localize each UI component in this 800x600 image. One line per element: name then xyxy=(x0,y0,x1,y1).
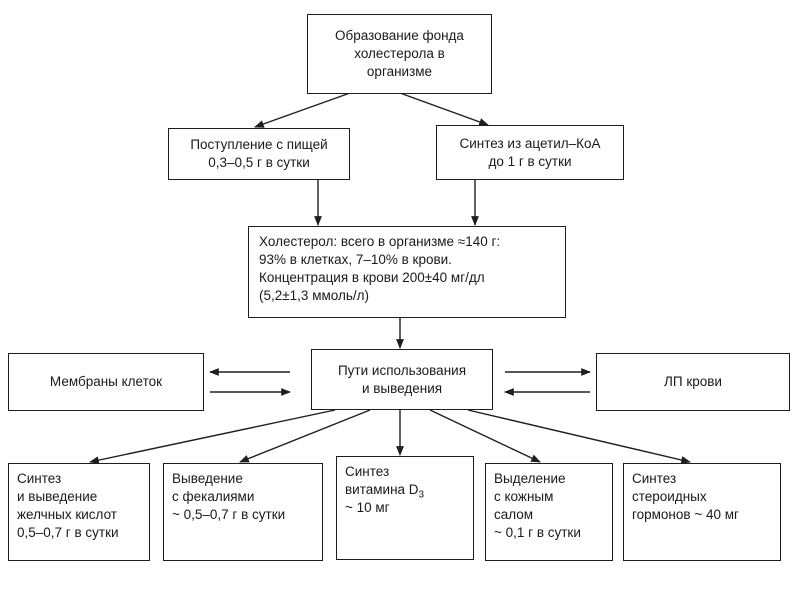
steroid-hormones-box: Синтез стероидных гормонов ~ 40 мг xyxy=(623,463,781,561)
feces-line-3: ~ 0,5–0,7 г в сутки xyxy=(172,507,286,522)
sebum-secretion-box: Выделение с кожным салом ~ 0,1 г в сутки xyxy=(485,463,613,561)
cholesterol-line-4: (5,2±1,3 ммоль/л) xyxy=(259,288,369,303)
top-line-2: холестерола в xyxy=(354,46,445,61)
bile-line-4: 0,5–0,7 г в сутки xyxy=(17,525,119,540)
bile-line-3: желчных кислот xyxy=(17,507,117,522)
usage-excretion-pathways-box: Пути использования и выведения xyxy=(311,349,493,410)
vitamin-d3-box: Синтез витамина D3 ~ 10 мг xyxy=(336,456,474,560)
sebum-line-4: ~ 0,1 г в сутки xyxy=(494,525,581,540)
vitd-line-1: Синтез xyxy=(345,464,390,479)
steroids-line-1: Синтез xyxy=(632,471,677,486)
bile-acids-box: Синтез и выведение желчных кислот 0,5–0,… xyxy=(8,463,150,561)
food-line-2: 0,3–0,5 г в сутки xyxy=(208,155,310,170)
cell-membranes-box: Мембраны клеток xyxy=(8,353,204,411)
feces-line-1: Выведение xyxy=(172,471,243,486)
acetyl-coa-synthesis-box: Синтез из ацетил–КоА до 1 г в сутки xyxy=(436,125,624,180)
synthesis-line-2: до 1 г в сутки xyxy=(488,153,572,169)
cholesterol-line-1: Холестерол: всего в организме ≈140 г: xyxy=(259,234,501,249)
synthesis-line-1: Синтез из ацетил–КоА xyxy=(459,135,601,151)
steroids-line-2: стероидных xyxy=(632,489,707,504)
arrow-to-feces xyxy=(239,409,371,463)
arrow-to-sebum xyxy=(429,409,541,463)
cholesterol-line-3: Концентрация в крови 200±40 мг/дл xyxy=(259,270,485,285)
bile-line-2: и выведение xyxy=(17,489,98,504)
arrow-to-bile xyxy=(89,409,336,465)
cholesterol-summary-box: Холестерол: всего в организме ≈140 г: 93… xyxy=(248,226,566,318)
lipoproteins-label: ЛП крови xyxy=(664,374,722,389)
sebum-line-3: салом xyxy=(494,507,534,522)
membranes-label: Мембраны клеток xyxy=(49,374,163,389)
arrow-to-steroids xyxy=(467,409,691,464)
sebum-line-2: с кожным xyxy=(494,489,554,504)
cholesterol-pool-formation-box: Образование фонда холестерола в организм… xyxy=(307,14,492,94)
cholesterol-line-2: 93% в клетках, 7–10% в крови. xyxy=(259,252,452,267)
steroids-line-3: гормонов ~ 40 мг xyxy=(632,507,739,522)
fecal-excretion-box: Выведение с фекалиями ~ 0,5–0,7 г в сутк… xyxy=(163,463,323,561)
food-line-1: Поступление с пищей xyxy=(190,137,328,152)
bile-line-1: Синтез xyxy=(17,471,62,486)
arrow-top-to-food xyxy=(254,92,351,128)
sebum-line-1: Выделение xyxy=(494,471,566,486)
vitd-subscript: 3 xyxy=(418,489,425,501)
dietary-intake-box: Поступление с пищей 0,3–0,5 г в сутки xyxy=(168,128,350,180)
arrow-top-to-synthesis xyxy=(399,92,489,126)
pathways-line-2: и выведения xyxy=(361,380,443,396)
top-line-3: организме xyxy=(366,64,433,79)
feces-line-2: с фекалиями xyxy=(172,489,255,504)
top-line-1: Образование фонда xyxy=(335,28,464,43)
pathways-line-1: Пути использования xyxy=(337,362,467,378)
blood-lipoproteins-box: ЛП крови xyxy=(596,353,790,411)
vitd-line-2: витамина D3 xyxy=(345,481,465,501)
vitd-line-2-text: витамина D xyxy=(345,482,419,497)
vitd-line-3: ~ 10 мг xyxy=(345,500,390,515)
